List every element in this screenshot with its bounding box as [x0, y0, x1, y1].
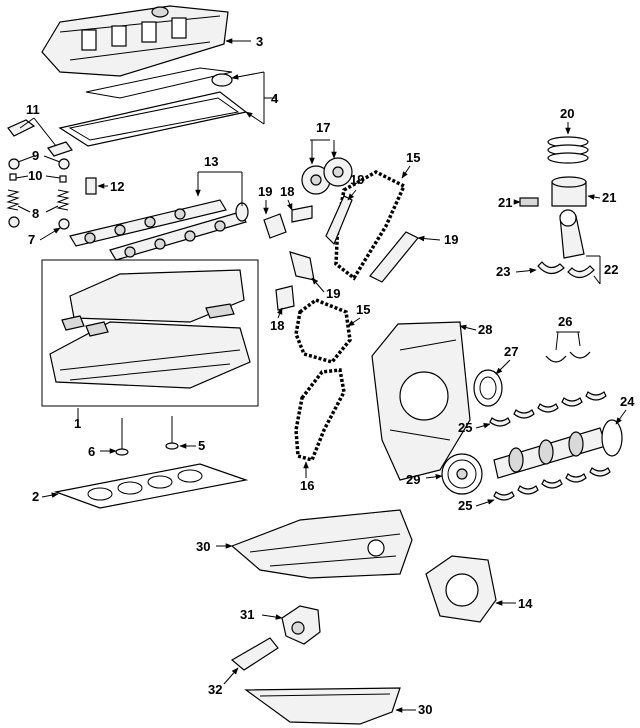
- callout-30a: 30: [196, 539, 210, 554]
- rear-main-seal-housing: [425, 555, 497, 623]
- valve-springs: [6, 189, 70, 211]
- valve-keepers: [9, 173, 67, 183]
- callout-19b: 19: [258, 184, 272, 199]
- callout-31: 31: [240, 607, 254, 622]
- front-timing-cover: [371, 321, 471, 481]
- valve-cover-gasket: [58, 67, 248, 147]
- callout-14: 14: [518, 596, 533, 611]
- valve-stem-seal: [85, 177, 97, 195]
- connecting-rod: [559, 209, 585, 259]
- callout-26: 26: [558, 314, 572, 329]
- callout-2: 2: [32, 489, 39, 504]
- callout-5: 5: [198, 438, 205, 453]
- callout-8: 8: [32, 206, 39, 221]
- hydraulic-lifters: [8, 158, 70, 170]
- head-gasket: [53, 463, 249, 509]
- thrust-washers: [545, 351, 591, 363]
- chain-tensioner-lower: [275, 251, 315, 311]
- callout-15a: 15: [406, 150, 420, 165]
- oil-pan-upper: [230, 509, 413, 579]
- rod-bearings: [537, 261, 595, 279]
- crank-damper-pulley: [441, 453, 483, 495]
- callout-16: 16: [300, 478, 314, 493]
- callout-4: 4: [271, 91, 279, 106]
- callout-19d: 19: [326, 286, 340, 301]
- chain-guides-upper: [263, 195, 419, 283]
- camshafts: [69, 199, 249, 261]
- callout-18a: 18: [280, 184, 294, 199]
- callout-12: 12: [110, 179, 124, 194]
- callout-18b: 18: [270, 318, 284, 333]
- callout-21a: 21: [498, 195, 512, 210]
- callout-17: 17: [316, 120, 330, 135]
- crankshaft: [493, 419, 623, 479]
- rocker-arms: [7, 119, 73, 157]
- callout-25b: 25: [458, 498, 472, 513]
- valve-cover: [41, 5, 229, 77]
- timing-chain-loop: [294, 298, 352, 364]
- lower-timing-chain: [294, 368, 346, 463]
- oil-pickup-tube: [230, 637, 279, 671]
- callout-13: 13: [204, 154, 218, 169]
- spring-seats: [8, 216, 70, 230]
- callout-15b: 15: [356, 302, 370, 317]
- oil-pump: [281, 605, 321, 645]
- main-bearings-lower: [493, 467, 611, 501]
- callout-10: 10: [28, 168, 42, 183]
- callout-23: 23: [496, 264, 510, 279]
- valves: [115, 416, 179, 456]
- piston: [519, 176, 587, 207]
- callout-1: 1: [74, 416, 81, 431]
- cylinder-head-assembly: [41, 259, 259, 407]
- oil-pan-lower: [244, 687, 401, 725]
- callout-20: 20: [560, 106, 574, 121]
- callout-29: 29: [406, 472, 420, 487]
- callout-11: 11: [26, 102, 40, 117]
- cam-sprockets: [301, 157, 353, 195]
- callout-27: 27: [504, 344, 518, 359]
- piston-rings: [547, 136, 589, 164]
- callout-28: 28: [478, 322, 492, 337]
- callout-32: 32: [208, 682, 222, 697]
- callout-25a: 25: [458, 420, 472, 435]
- front-crank-seal: [473, 369, 503, 407]
- callout-22: 22: [604, 262, 618, 277]
- callout-6: 6: [88, 444, 95, 459]
- callout-21b: 21: [602, 190, 616, 205]
- callout-19a: 19: [350, 172, 364, 187]
- callout-7: 7: [28, 232, 35, 247]
- callout-24: 24: [620, 394, 635, 409]
- callout-3: 3: [256, 34, 263, 49]
- main-bearings-upper: [489, 391, 607, 427]
- callout-30b: 30: [418, 702, 432, 717]
- callout-9: 9: [32, 148, 39, 163]
- callout-19c: 19: [444, 232, 458, 247]
